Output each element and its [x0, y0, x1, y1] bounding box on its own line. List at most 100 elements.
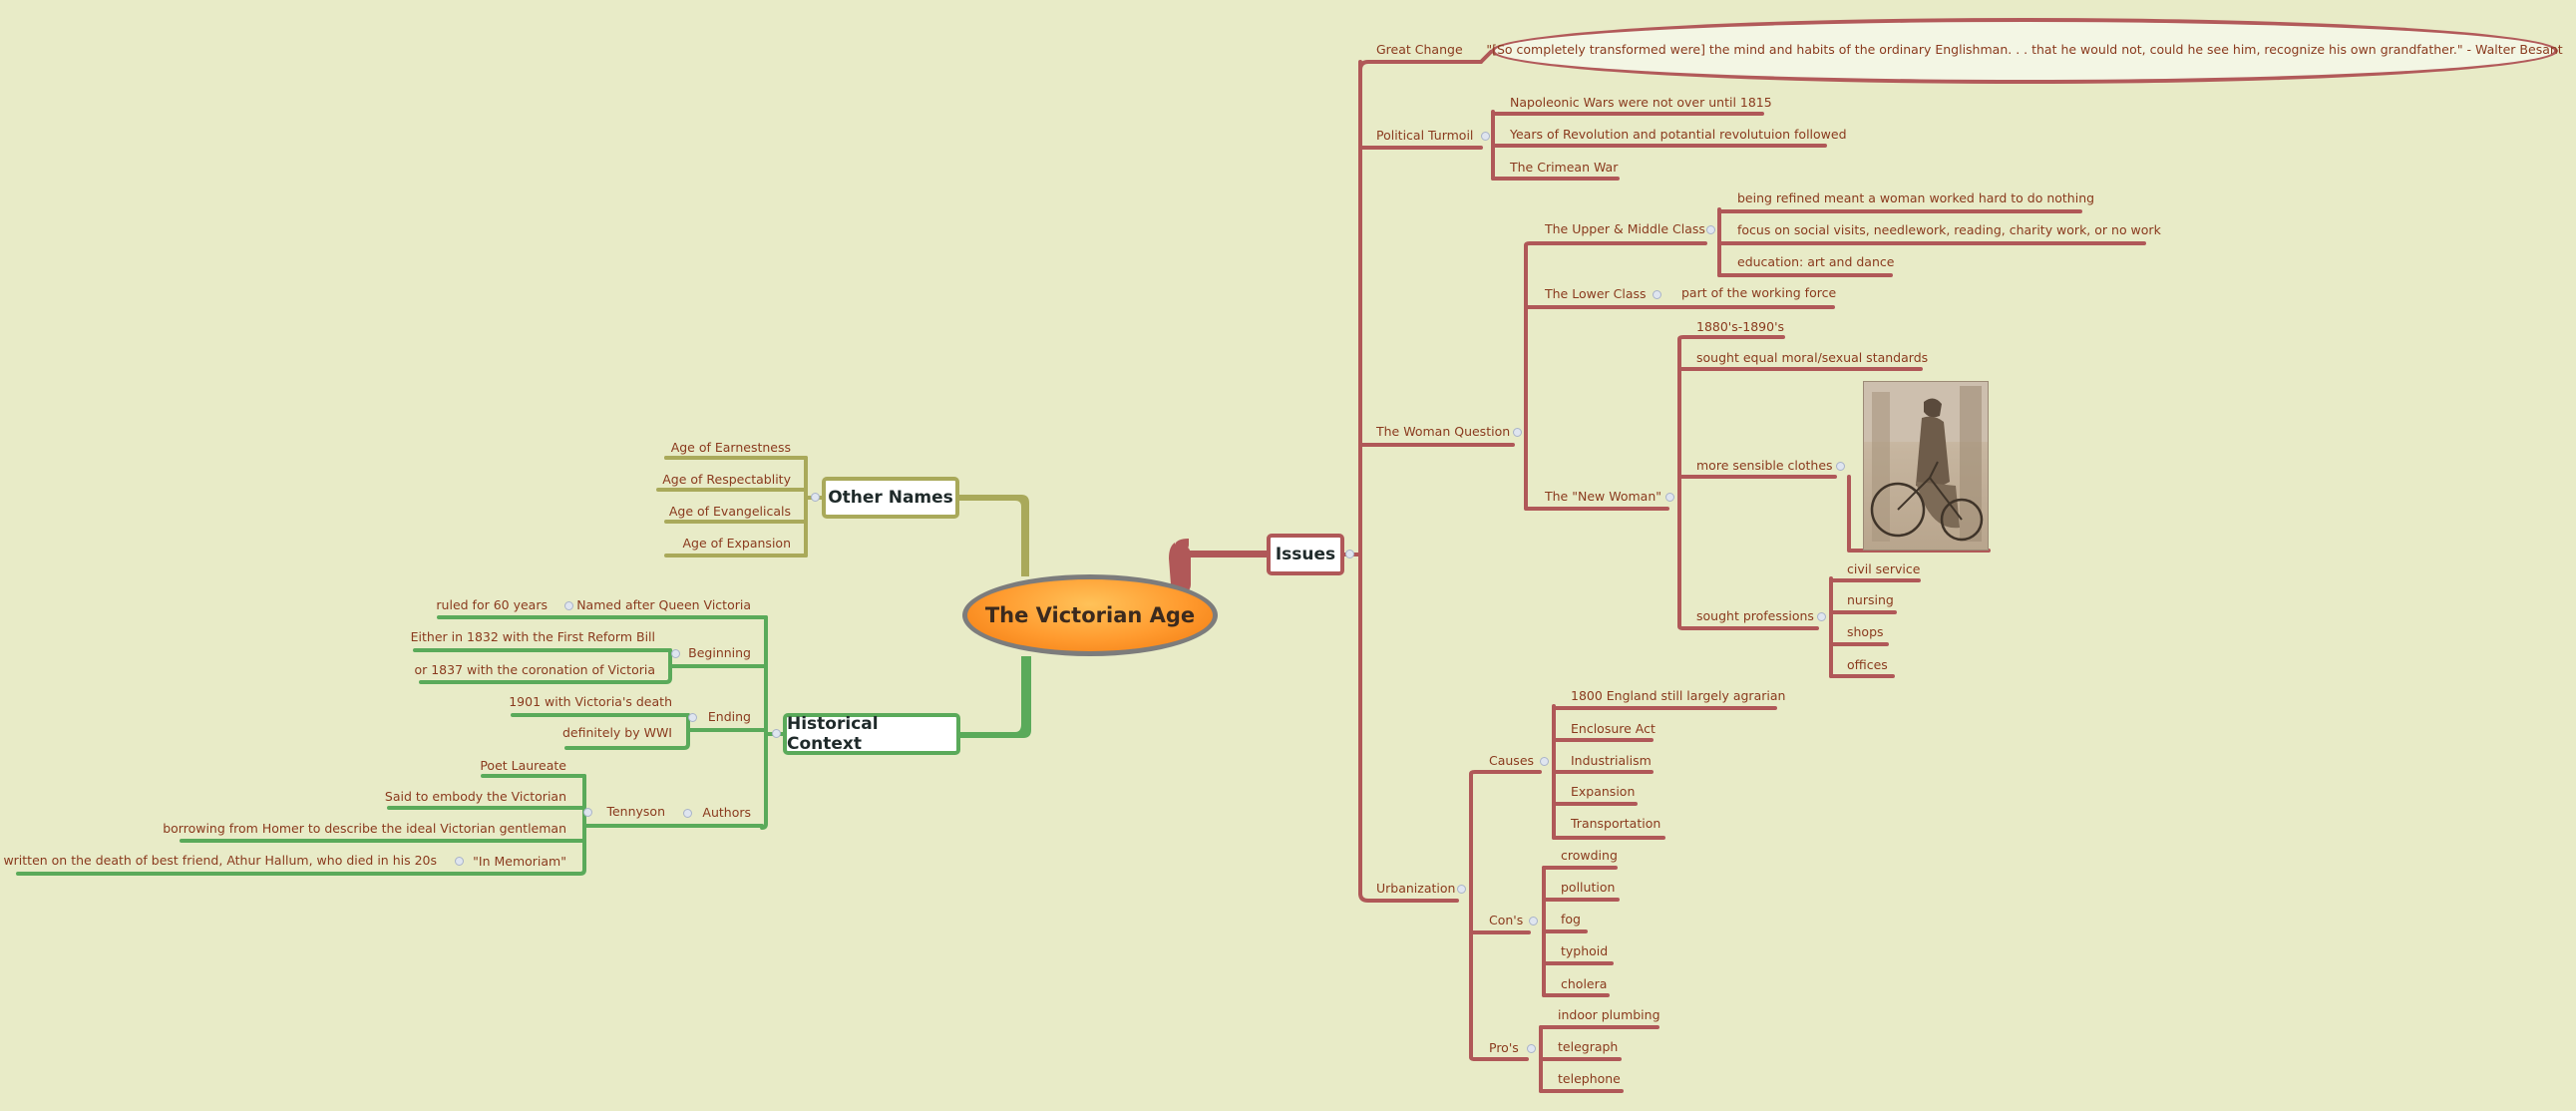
connector-line	[1358, 892, 1459, 903]
in-memoriam-label[interactable]: "In Memoriam"	[473, 854, 566, 869]
topic-historical-context[interactable]: Historical Context	[783, 713, 960, 755]
trunk-other-names	[959, 495, 1029, 576]
professions-label[interactable]: sought professions	[1696, 608, 1814, 623]
connector-line	[1677, 507, 1819, 630]
connector-line	[1847, 475, 1991, 553]
causes-label[interactable]: Causes	[1489, 753, 1535, 768]
collapse-toggle-icon[interactable]	[1513, 428, 1522, 437]
cause-item: Enclosure Act	[1571, 721, 1656, 736]
collapse-toggle-icon[interactable]	[1817, 612, 1826, 621]
ending-label[interactable]: Ending	[707, 709, 751, 724]
connector-line	[1524, 443, 1669, 511]
upper-class-label[interactable]: The Upper & Middle Class	[1545, 221, 1705, 236]
con-item: fog	[1561, 912, 1581, 926]
pro-item: telephone	[1558, 1071, 1621, 1086]
con-item: crowding	[1561, 848, 1618, 863]
profession-item: shops	[1847, 624, 1884, 639]
collapse-toggle-icon[interactable]	[455, 857, 464, 866]
lower-class-item: part of the working force	[1681, 285, 1837, 300]
con-item: cholera	[1561, 976, 1608, 991]
collapse-toggle-icon[interactable]	[772, 729, 781, 738]
connector-line	[656, 456, 676, 492]
new-woman-item: sought equal moral/sexual standards	[1696, 350, 1929, 365]
connector-line	[16, 774, 586, 876]
in-memoriam-note: written on the death of best friend, Ath…	[3, 853, 437, 868]
cause-item: Industrialism	[1571, 753, 1652, 768]
profession-item: offices	[1847, 657, 1888, 672]
collapse-toggle-icon[interactable]	[1481, 132, 1490, 141]
cause-item: Expansion	[1571, 784, 1636, 799]
political-item: Napoleonic Wars were not over until 1815	[1510, 95, 1772, 110]
pro-item: telegraph	[1558, 1039, 1619, 1054]
upper-class-item: being refined meant a woman worked hard …	[1737, 190, 2095, 205]
connector-line	[564, 713, 690, 750]
new-woman-label[interactable]: The "New Woman"	[1545, 489, 1661, 504]
new-woman-item[interactable]: more sensible clothes	[1696, 458, 1833, 473]
lower-class-label[interactable]: The Lower Class	[1545, 286, 1647, 301]
collapse-toggle-icon[interactable]	[564, 601, 573, 610]
ending-item: definitely by WWI	[561, 725, 672, 740]
tennyson-item: Poet Laureate	[480, 758, 566, 773]
beginning-item: Either in 1832 with the First Reform Bil…	[410, 629, 655, 644]
beginning-label[interactable]: Beginning	[688, 645, 751, 660]
beginning-item: or 1837 with the coronation of Victoria	[414, 662, 655, 677]
woman-question-label[interactable]: The Woman Question	[1376, 424, 1511, 439]
other-name-item: Age of Expansion	[682, 536, 791, 551]
profession-item: civil service	[1847, 561, 1921, 576]
collapse-toggle-icon[interactable]	[811, 493, 820, 502]
great-change-quote: "[So completely transformed were] the mi…	[1486, 18, 2563, 84]
tennyson-item: Said to embody the Victorian	[384, 789, 566, 804]
connector-line	[760, 615, 768, 830]
collapse-toggle-icon[interactable]	[671, 649, 680, 658]
new-woman-item: 1880's-1890's	[1696, 319, 1785, 334]
political-item: Years of Revolution and potantial revolu…	[1510, 127, 1847, 142]
urbanization-label[interactable]: Urbanization	[1376, 881, 1456, 896]
connector-line	[1524, 241, 1707, 447]
connector-line	[1479, 50, 1493, 64]
tennyson-item: borrowing from Homer to describe the ide…	[163, 821, 566, 836]
ending-item: 1901 with Victoria's death	[509, 694, 672, 709]
con-item: pollution	[1561, 880, 1616, 895]
collapse-toggle-icon[interactable]	[1345, 550, 1354, 558]
tennyson-label[interactable]: Tennyson	[606, 804, 665, 819]
ruled-label: ruled for 60 years	[436, 597, 548, 612]
pros-label[interactable]: Pro's	[1489, 1040, 1519, 1055]
authors-label[interactable]: Authors	[702, 805, 751, 820]
trunk-issues	[1169, 539, 1267, 584]
topic-other-names[interactable]: Other Names	[822, 477, 959, 519]
collapse-toggle-icon[interactable]	[688, 713, 697, 722]
collapse-toggle-icon[interactable]	[683, 809, 692, 818]
collapse-toggle-icon[interactable]	[1529, 917, 1538, 926]
political-item: The Crimean War	[1510, 160, 1619, 175]
central-topic[interactable]: The Victorian Age	[962, 574, 1218, 656]
profession-item: nursing	[1847, 592, 1894, 607]
cause-item: Transportation	[1571, 816, 1661, 831]
collapse-toggle-icon[interactable]	[1653, 290, 1661, 299]
collapse-toggle-icon[interactable]	[1457, 885, 1466, 894]
topic-issues[interactable]: Issues	[1267, 534, 1344, 575]
connector-line	[419, 648, 672, 684]
political-turmoil-label[interactable]: Political Turmoil	[1376, 128, 1474, 143]
collapse-toggle-icon[interactable]	[1836, 462, 1845, 471]
pro-item: indoor plumbing	[1558, 1007, 1660, 1022]
other-name-item: Age of Earnestness	[670, 440, 791, 455]
connector-line	[1469, 899, 1529, 1061]
collapse-toggle-icon[interactable]	[1540, 757, 1549, 766]
other-name-item: Age of Respectablity	[662, 472, 791, 487]
named-after-label[interactable]: Named after Queen Victoria	[576, 597, 751, 612]
collapse-toggle-icon[interactable]	[583, 808, 592, 817]
con-item: typhoid	[1561, 943, 1609, 958]
connector-line	[1677, 335, 1785, 511]
upper-class-item: focus on social visits, needlework, read…	[1737, 222, 2161, 237]
cons-label[interactable]: Con's	[1489, 913, 1524, 927]
new-woman-bicycle-photo	[1863, 381, 1989, 551]
collapse-toggle-icon[interactable]	[1527, 1044, 1536, 1053]
great-change-label[interactable]: Great Change	[1376, 42, 1463, 57]
upper-class-item: education: art and dance	[1737, 254, 1895, 269]
collapse-toggle-icon[interactable]	[1665, 493, 1674, 502]
trunk-historical	[960, 656, 1031, 738]
other-name-item: Age of Evangelicals	[668, 504, 791, 519]
collapse-toggle-icon[interactable]	[1706, 225, 1715, 234]
cause-item: 1800 England still largely agrarian	[1571, 688, 1786, 703]
